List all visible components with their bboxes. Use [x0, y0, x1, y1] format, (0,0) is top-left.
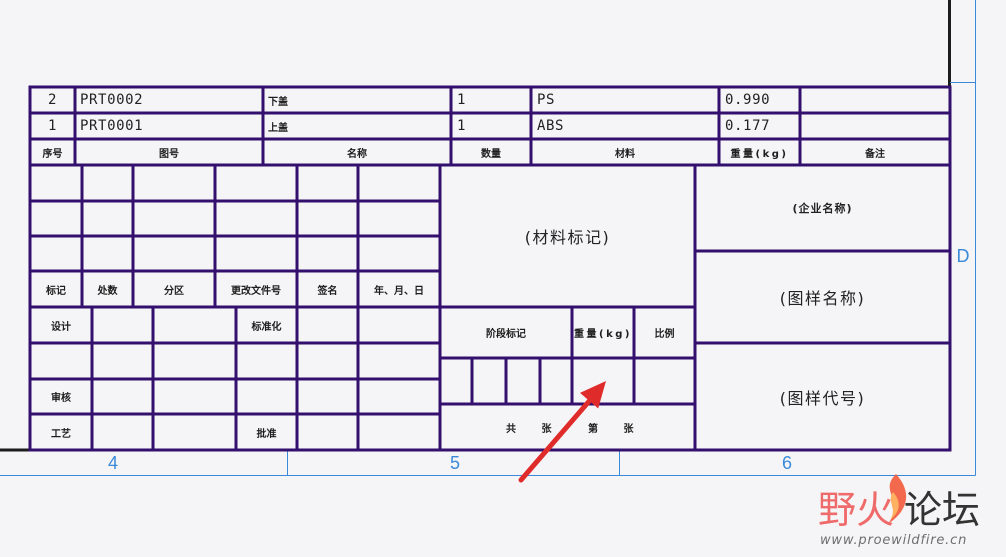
- scale-label[interactable]: 比例: [654, 329, 675, 340]
- revision-mark-label[interactable]: 标记: [46, 285, 66, 297]
- stage-mark-label[interactable]: 阶段标记: [486, 329, 526, 340]
- bom-header-name[interactable]: 名称: [347, 148, 367, 160]
- zone-label-6: 6: [781, 452, 792, 473]
- drawing-frame-border: [0, 0, 951, 452]
- standardization-label[interactable]: 标准化: [251, 321, 282, 333]
- bom-material-cell[interactable]: PS: [537, 92, 556, 108]
- watermark-brand-dark: 论坛: [904, 488, 981, 532]
- bom-seq-cell[interactable]: 1: [47, 118, 58, 134]
- stage-weight-label[interactable]: 重量(kg): [574, 329, 632, 340]
- bom-header-material[interactable]: 材料: [615, 148, 635, 160]
- bom-header-weight[interactable]: 重量(kg): [730, 148, 789, 160]
- zone-border: [0, 0, 976, 476]
- bom-header-remark[interactable]: 备注: [865, 148, 885, 160]
- bom-name-cell[interactable]: 下盖: [268, 96, 288, 108]
- watermark-url: www.proewildfire.cn: [820, 533, 968, 548]
- company-name-field[interactable]: (企业名称): [792, 202, 853, 215]
- bom-seq-cell[interactable]: 2: [47, 92, 58, 108]
- red-arrow-icon: [518, 381, 606, 483]
- bom-table-grid: [28, 85, 952, 452]
- bom-header-qty[interactable]: 数量: [481, 148, 501, 160]
- bom-part-no-cell[interactable]: PRT0001: [80, 118, 144, 134]
- bom-part-no-cell[interactable]: PRT0002: [80, 92, 144, 108]
- revision-zone-label[interactable]: 分区: [164, 285, 184, 297]
- material-mark-field[interactable]: (材料标记): [524, 228, 611, 247]
- approval-grid: [28, 305, 442, 452]
- sheet-current-label[interactable]: 第 张: [588, 423, 645, 435]
- bom-name-cell[interactable]: 上盖: [268, 122, 288, 134]
- drawing-number-field[interactable]: (图样代号): [779, 388, 866, 408]
- zone-label-5: 5: [449, 452, 460, 473]
- sheet-total-label[interactable]: 共 张: [506, 423, 563, 435]
- bom-weight-cell[interactable]: 0.990: [725, 92, 771, 108]
- stage-block-grid: [438, 163, 697, 452]
- revision-date-label[interactable]: 年、月、日: [374, 285, 424, 297]
- zone-label-d: D: [956, 245, 970, 266]
- bom-material-cell[interactable]: ABS: [537, 118, 565, 134]
- drawing-name-field[interactable]: (图样名称): [779, 289, 866, 308]
- watermark-brand: 野火论坛: [818, 490, 980, 530]
- bom-qty-cell[interactable]: 1: [457, 92, 467, 108]
- identification-grid: [693, 249, 952, 345]
- process-label[interactable]: 工艺: [51, 428, 71, 440]
- zone-label-4: 4: [107, 452, 118, 473]
- revision-signature-label[interactable]: 签名: [317, 285, 338, 297]
- approve-label[interactable]: 批准: [256, 428, 277, 440]
- bom-header-part-no[interactable]: 图号: [159, 148, 179, 160]
- design-label[interactable]: 设计: [51, 321, 71, 333]
- bom-header-seq[interactable]: 序号: [42, 148, 63, 160]
- bom-weight-cell[interactable]: 0.177: [725, 118, 771, 134]
- watermark-brand-red: 野火: [818, 488, 895, 532]
- review-label[interactable]: 审核: [51, 393, 71, 404]
- revision-change-doc-label[interactable]: 更改文件号: [231, 285, 281, 297]
- bom-qty-cell[interactable]: 1: [457, 118, 467, 134]
- flame-icon: [888, 474, 907, 524]
- revision-count-label[interactable]: 处数: [97, 285, 118, 297]
